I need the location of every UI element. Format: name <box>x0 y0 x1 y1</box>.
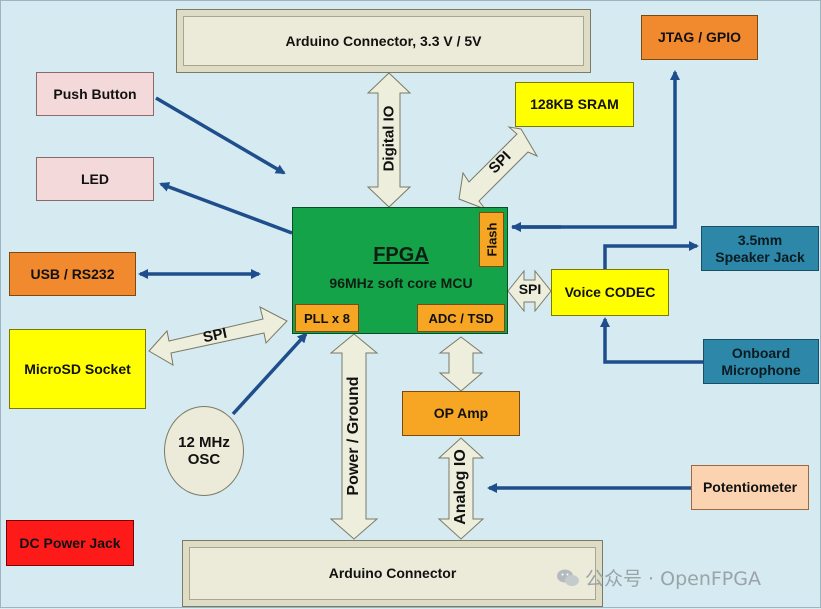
adc-tsd-block: ADC / TSD <box>417 304 505 332</box>
pll-label: PLL x 8 <box>303 310 350 326</box>
digital-io-label: Digital IO <box>380 105 398 172</box>
push-button-arrow <box>155 96 286 175</box>
watermark: 公众号 · OpenFPGA <box>557 564 761 591</box>
jtag-gpio-label: JTAG / GPIO <box>658 29 741 45</box>
adc-opamp-bus-arrow <box>438 336 484 392</box>
fpga-title: FPGA <box>373 244 429 266</box>
sram-box: 128KB SRAM <box>515 82 634 127</box>
speaker-jack-line1: 3.5mm <box>737 231 783 248</box>
voice-codec-label: Voice CODEC <box>564 284 656 300</box>
oscillator-circle: 12 MHz OSC <box>164 406 244 496</box>
jtag-gpio-box: JTAG / GPIO <box>641 15 758 60</box>
op-amp-label: OP Amp <box>433 405 489 421</box>
arduino-connector-bottom: Arduino Connector <box>182 540 603 607</box>
voice-codec-box: Voice CODEC <box>551 269 669 316</box>
microsd-socket-label: MicroSD Socket <box>24 360 131 377</box>
spi-codec-label: SPI <box>518 281 542 297</box>
op-amp-box: OP Amp <box>402 391 520 436</box>
analog-io-label: Analog IO <box>452 449 469 525</box>
led-label: LED <box>81 170 109 187</box>
potentiometer-label: Potentiometer <box>702 479 798 495</box>
sram-spi-bus-arrow <box>458 126 539 211</box>
microsd-socket-box: MicroSD Socket <box>9 329 146 409</box>
microphone-line1: Onboard <box>731 344 791 361</box>
dc-power-jack-box: DC Power Jack <box>6 520 134 566</box>
fpga-subtitle: 96MHz soft core MCU <box>329 275 473 291</box>
led-box: LED <box>36 157 154 201</box>
power-ground-label: Power / Ground <box>345 376 362 496</box>
flash-block: Flash <box>479 212 504 267</box>
arduino-connector-bottom-label: Arduino Connector <box>328 565 457 581</box>
oscillator-line2: OSC <box>187 451 221 468</box>
sram-label: 128KB SRAM <box>530 96 619 112</box>
onboard-microphone-box: Onboard Microphone <box>703 339 819 384</box>
led-arrow <box>159 182 293 235</box>
usb-rs232-box: USB / RS232 <box>9 252 136 296</box>
pll-block: PLL x 8 <box>295 304 359 332</box>
adc-tsd-label: ADC / TSD <box>428 310 494 326</box>
speaker-arrow <box>603 241 699 271</box>
microsd-spi-bus-arrow <box>148 306 288 366</box>
usb-rs232-label: USB / RS232 <box>30 265 115 282</box>
microphone-arrow <box>600 317 703 364</box>
analog-io-bus-arrow <box>437 437 485 540</box>
power-ground-bus-arrow <box>329 333 379 540</box>
fpga-block: FPGA 96MHz soft core MCU Flash PLL x 8 A… <box>292 207 508 334</box>
arduino-connector-top: Arduino Connector, 3.3 V / 5V <box>176 9 591 73</box>
speaker-jack-box: 3.5mm Speaker Jack <box>701 226 819 271</box>
dc-power-jack-label: DC Power Jack <box>19 534 121 551</box>
push-button-box: Push Button <box>36 72 154 116</box>
push-button-label: Push Button <box>53 85 137 102</box>
microphone-line2: Microphone <box>721 361 801 378</box>
wechat-icon <box>557 569 579 586</box>
oscillator-line1: 12 MHz <box>178 434 230 451</box>
speaker-jack-line2: Speaker Jack <box>715 248 805 265</box>
potentiometer-box: Potentiometer <box>691 465 809 510</box>
arduino-connector-top-label: Arduino Connector, 3.3 V / 5V <box>285 32 482 49</box>
jtag-arrow-up <box>512 70 680 229</box>
watermark-text: 公众号 · OpenFPGA <box>585 568 761 590</box>
osc-arrow <box>231 332 308 416</box>
flash-label: Flash <box>484 222 499 257</box>
